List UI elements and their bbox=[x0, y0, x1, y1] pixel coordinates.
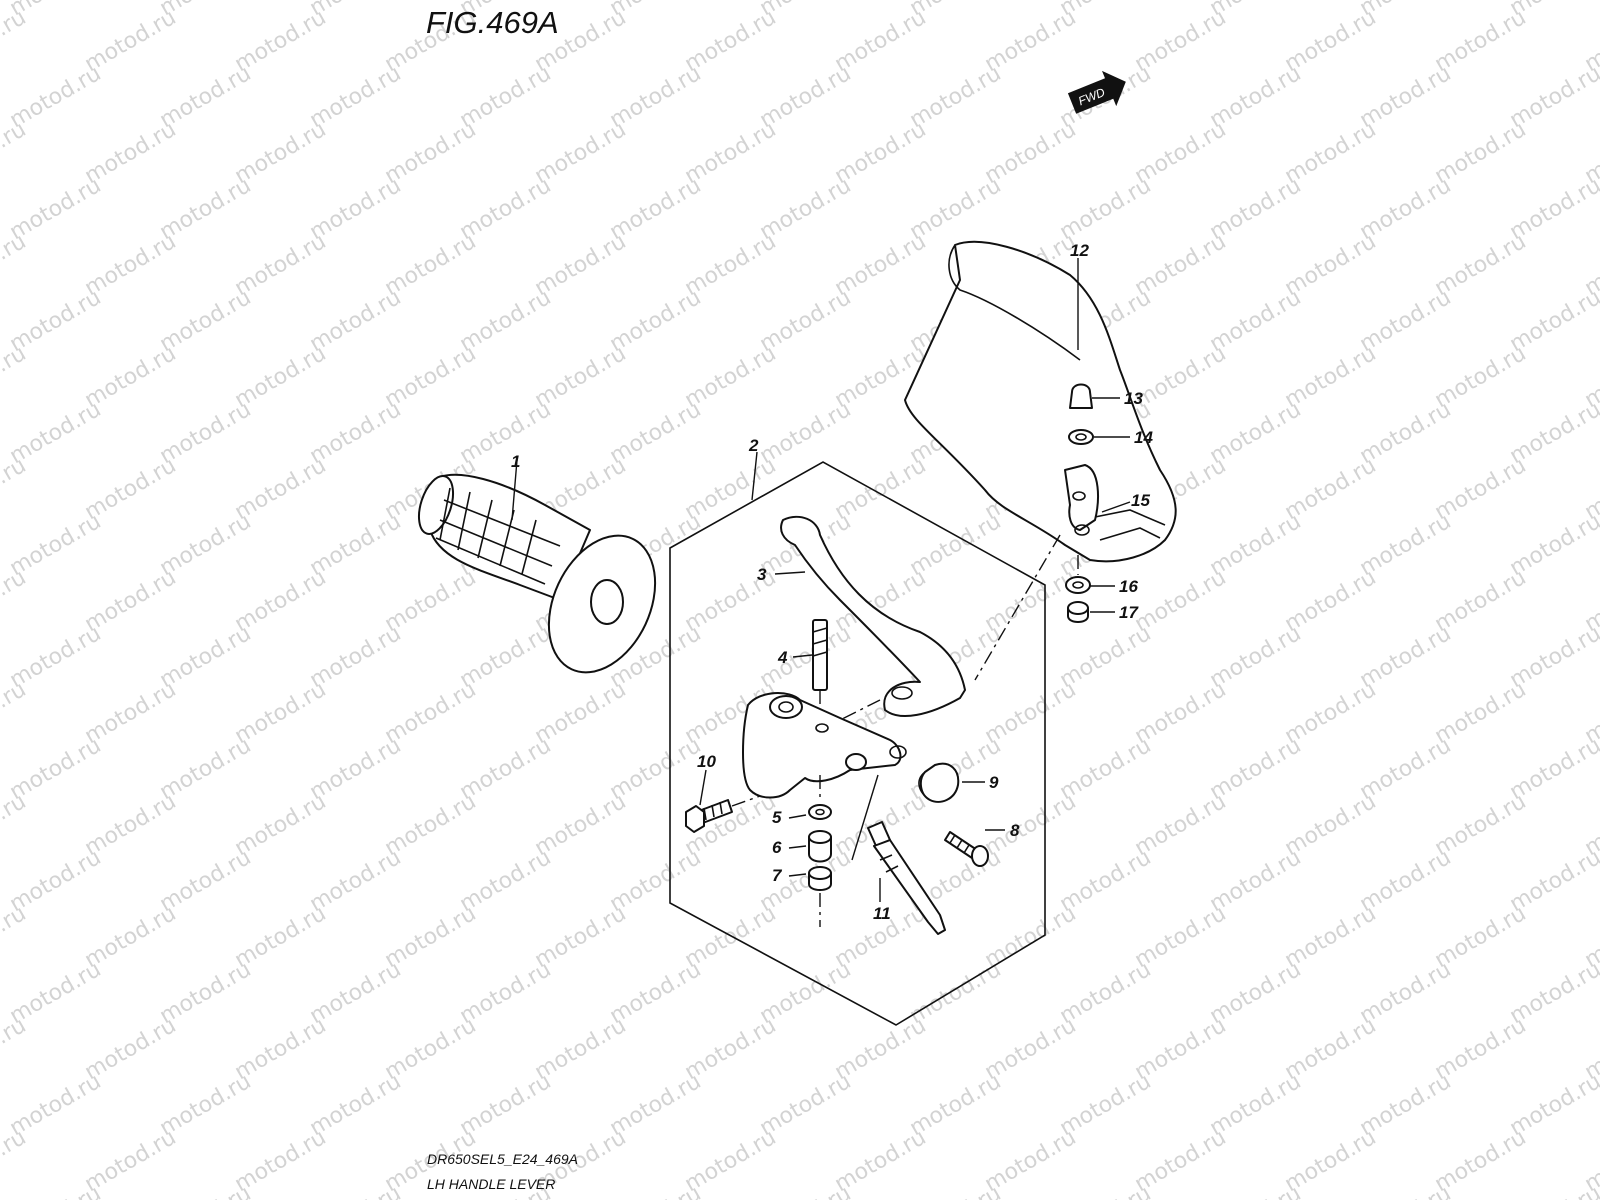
arrow-right-icon: FWD bbox=[1067, 70, 1126, 114]
watermark-text: motod.ru bbox=[756, 1181, 856, 1200]
pivot-bolt bbox=[812, 619, 828, 730]
washer-spacer-nut bbox=[808, 775, 832, 927]
watermark-text: motod.ru bbox=[156, 1181, 256, 1200]
callout-3: 3 bbox=[757, 565, 767, 584]
figure-caption: LH HANDLE LEVER bbox=[427, 1176, 555, 1192]
callout-12: 12 bbox=[1070, 241, 1089, 260]
watermark-text: motod.ru bbox=[1356, 1181, 1456, 1200]
cable-adjuster bbox=[944, 831, 989, 867]
callout-5: 5 bbox=[772, 808, 782, 827]
figure-title: FIG.469A bbox=[426, 5, 559, 40]
callout-16: 16 bbox=[1119, 577, 1138, 596]
callout-1: 1 bbox=[511, 452, 520, 471]
callout-14: 14 bbox=[1134, 428, 1153, 447]
cap-nut-washer bbox=[1068, 383, 1094, 445]
guard-nuts bbox=[1065, 555, 1091, 623]
watermark-text: motod.ru bbox=[1056, 1181, 1156, 1200]
leader-lines bbox=[511, 258, 1131, 902]
watermark-text: motod.ru bbox=[306, 1181, 406, 1200]
model-code: DR650SEL5_E24_469A bbox=[427, 1151, 578, 1167]
callout-17: 17 bbox=[1119, 603, 1139, 622]
callout-15: 15 bbox=[1131, 491, 1150, 510]
grip bbox=[417, 473, 657, 674]
guard-bracket bbox=[974, 464, 1099, 681]
watermark-text: motod.ru bbox=[906, 1181, 1006, 1200]
callout-2: 2 bbox=[748, 436, 759, 455]
callout-4: 4 bbox=[777, 648, 788, 667]
callout-11: 11 bbox=[873, 904, 891, 923]
callout-8: 8 bbox=[1010, 821, 1020, 840]
hand-guard bbox=[904, 240, 1177, 563]
callout-9: 9 bbox=[989, 773, 999, 792]
watermark-text: motod.ru bbox=[1206, 1181, 1306, 1200]
watermark-text: motod.ru bbox=[606, 1181, 706, 1200]
watermark-text: motod.ru bbox=[6, 1181, 106, 1200]
lever-holder bbox=[742, 692, 907, 799]
cable-boot bbox=[918, 762, 960, 803]
kit-boundary bbox=[669, 461, 1046, 1026]
holder-bolt bbox=[685, 795, 761, 833]
clutch-lever bbox=[780, 515, 966, 717]
callout-7: 7 bbox=[772, 866, 783, 885]
callout-labels: 1 2 3 4 5 6 7 8 9 10 11 12 13 14 15 16 1… bbox=[511, 241, 1153, 923]
callout-6: 6 bbox=[772, 838, 782, 857]
fwd-marker: FWD bbox=[1067, 70, 1126, 114]
callout-10: 10 bbox=[697, 752, 716, 771]
callout-13: 13 bbox=[1124, 389, 1143, 408]
clutch-cable bbox=[851, 774, 946, 935]
